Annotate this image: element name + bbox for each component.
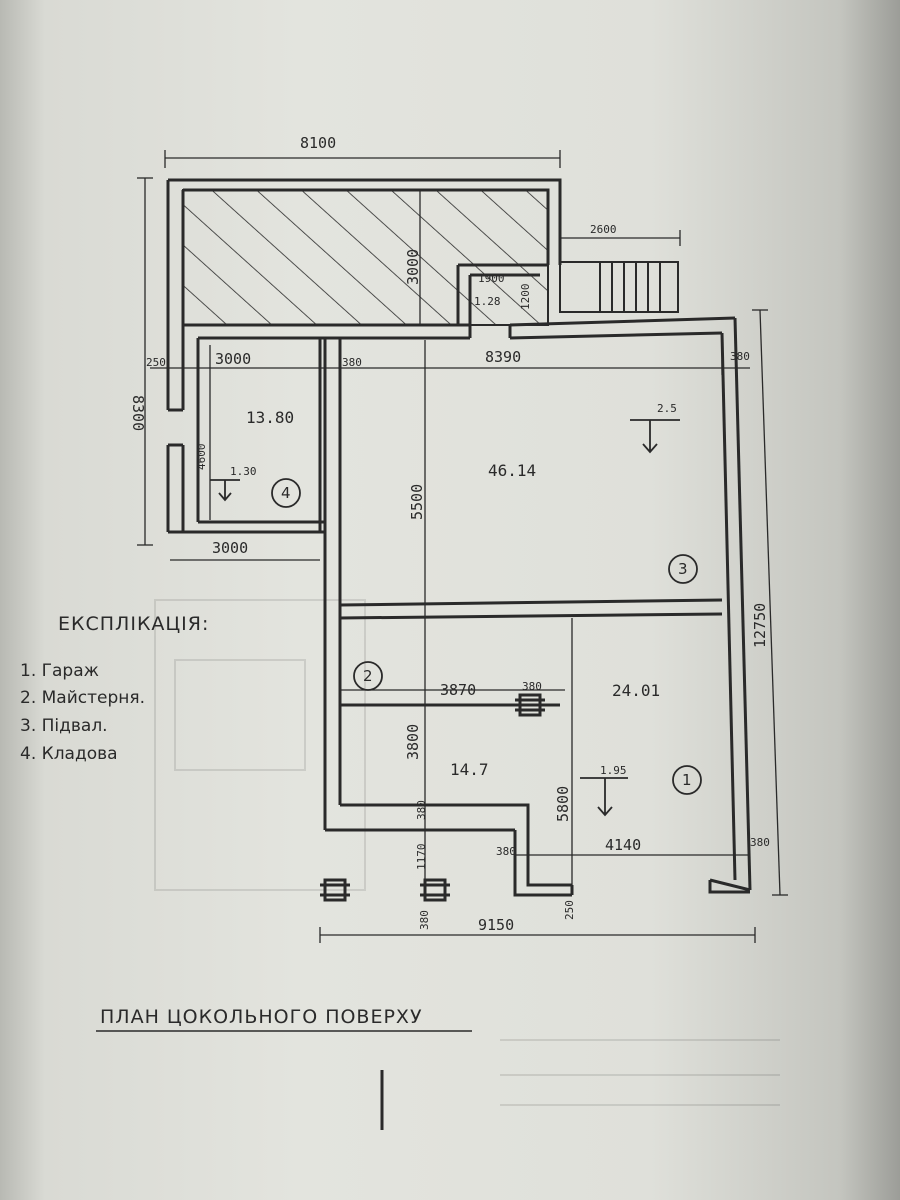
garage-level: 1.95: [600, 764, 627, 777]
dim-garage-depth: 5800: [554, 786, 572, 822]
room-3-circle: [668, 554, 698, 584]
dim-offset-1170: 1170: [415, 844, 428, 871]
room-markers: [271, 478, 702, 795]
level-markers: [210, 419, 680, 817]
dim-wall-inner: 380: [415, 800, 428, 820]
workshop-area: 14.7: [450, 760, 489, 779]
pantry-area: 13.80: [246, 408, 294, 427]
legend-title: ЕКСПЛІКАЦІЯ:: [58, 613, 209, 635]
legend-item-pantry: 4. Кладова: [20, 744, 118, 764]
dim-pier-left: 380: [418, 910, 431, 930]
stair-flight: [559, 261, 679, 313]
legend-item-cellar: 3. Підвал.: [20, 716, 108, 736]
pantry-number: 4: [281, 484, 291, 502]
dim-wall-mid: 380: [342, 356, 362, 369]
hatched-block: [182, 189, 549, 326]
cellar-level: 2.5: [657, 402, 677, 415]
room-4-circle: [271, 478, 301, 508]
dim-cellar-height: 5500: [408, 484, 426, 520]
room-2-circle: [353, 661, 383, 691]
dimension-lines: [137, 150, 788, 943]
dim-garage-width: 4140: [605, 836, 641, 854]
legend: ЕКСПЛІКАЦІЯ: 1. Гараж 2. Майстерня. 3. П…: [20, 613, 209, 764]
dim-cellar-width: 8390: [485, 348, 521, 366]
dim-top-width: 8100: [300, 134, 336, 152]
dim-pantry-width-bottom: 3000: [212, 539, 248, 557]
dim-pantry-width-top: 3000: [215, 350, 251, 368]
entry-area: 1.28: [474, 295, 501, 308]
dim-workshop-width: 3870: [440, 681, 476, 699]
cellar-number: 3: [678, 560, 688, 578]
dim-column: 380: [522, 680, 542, 693]
dim-wall-bottom: 380: [496, 845, 516, 858]
walls: [166, 178, 752, 897]
dim-total-width: 9150: [478, 916, 514, 934]
room-1-circle: [672, 765, 702, 795]
pantry-level: 1.30: [230, 465, 257, 478]
dim-pier-right: 250: [563, 900, 576, 920]
legend-item-workshop: 2. Майстерня.: [20, 688, 145, 708]
dim-total-height: 12750: [751, 603, 769, 648]
dim-stair-width: 2600: [590, 223, 617, 236]
dim-entry-width: 1900: [478, 272, 505, 285]
columns: [320, 693, 545, 902]
cellar-area: 46.14: [488, 461, 536, 480]
plan-title: ПЛАН ЦОКОЛЬНОГО ПОВЕРХУ: [100, 1006, 423, 1028]
bleed-through: [154, 599, 780, 1106]
dim-pantry-height: 4600: [195, 444, 208, 471]
dimension-labels: 8100 3000 2600 1900 1200 1.28 8300 250 3…: [129, 134, 770, 934]
dim-wall-right-bottom: 380: [750, 836, 770, 849]
garage-area: 24.01: [612, 681, 660, 700]
legend-item-garage: 1. Гараж: [20, 661, 99, 681]
dim-workshop-height: 3800: [404, 724, 422, 760]
workshop-number: 2: [363, 667, 373, 685]
dim-wall-left: 250: [146, 356, 166, 369]
room-labels: 13.80 1.30 4 46.14 2.5 3 14.7 2 24.01 1.…: [230, 402, 692, 789]
garage-number: 1: [682, 771, 692, 789]
dim-wall-right-top: 380: [730, 350, 750, 363]
dim-entry-height: 1200: [519, 284, 532, 311]
dim-garage-height: 3000: [404, 249, 422, 285]
dim-left-height: 8300: [129, 395, 147, 431]
